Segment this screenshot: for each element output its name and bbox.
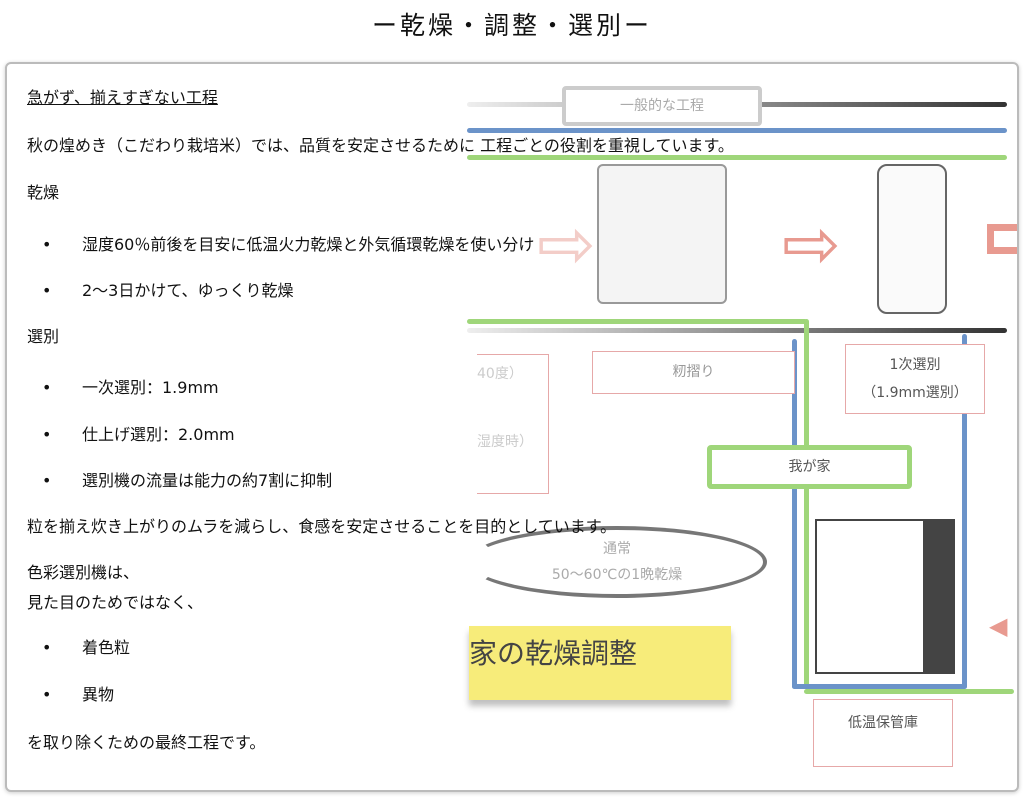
list-item: • 選別機の流量は能力の約7割に抑制 [42,467,332,491]
primary-sort-box: 1次選別 （1.9mm選別） [845,344,985,414]
general-process-label: 一般的な工程 [562,86,762,126]
highlight-banner: 家の乾燥調整 [469,626,731,700]
partial-left-text: 40度） [477,366,523,382]
arrow-right-icon: ⇨ [537,203,596,285]
bullet: • [42,685,52,704]
drying-item: 2〜3日かけて、ゆっくり乾燥 [82,281,294,300]
list-item: • 2〜3日かけて、ゆっくり乾燥 [42,277,294,301]
list-item: • 着色粒 [42,634,130,658]
blue-line-bottom [792,684,967,689]
partial-left-box: 40度） 湿度時） [477,354,549,494]
bullet: • [42,471,52,490]
blue-line [467,128,1007,133]
list-item: • 湿度60％前後を目安に低温火力乾燥と外気循環乾燥を使い分け [42,231,534,255]
green-line-2 [467,319,807,324]
our-home-label: 我が家 [707,445,912,489]
bullet: • [42,235,52,254]
purpose-text: 粒を揃え炊き上がりのムラを減らし、食感を安定させることを目的としています。 [27,517,617,536]
primary-sort-label: 1次選別 [889,357,941,373]
remove-item: 着色粒 [82,638,131,657]
drying-label: 乾燥 [27,183,60,202]
sorting-label: 選別 [27,327,60,346]
bullet: • [42,425,52,444]
dryer-machine-image [597,164,727,304]
hulling-label: 籾摺り [592,351,795,394]
arrow-partial-icon [987,224,1017,254]
cold-storage-label: 低温保管庫 [813,699,953,767]
sorting-item: 仕上げ選別：2.0mm [82,425,235,444]
page-title: ー乾燥・調整・選別ー [371,11,652,40]
usual-speech-bubble: 通常 50〜60℃の1晩乾燥 [467,526,767,598]
blue-vline [792,339,797,689]
list-item: • 仕上げ選別：2.0mm [42,421,235,445]
usual-detail: 50〜60℃の1晩乾燥 [551,567,683,583]
intro-text: 秋の煌めき（こだわり栽培米）では、品質を安定させるために 工程ごとの役割を重視し… [27,136,734,155]
green-line [467,155,1007,160]
general-line-2 [467,328,1007,333]
primary-sort-detail: （1.9mm選別） [862,385,968,401]
partial-left-text: 湿度時） [477,434,533,450]
sorter-machine-image [877,164,947,314]
list-item: • 一次選別：1.9mm [42,374,219,398]
section-heading: 急がず、揃えすぎない工程 [27,88,218,107]
bullet: • [42,638,52,657]
remove-item: 異物 [82,685,115,704]
color-sorter-text: 色彩選別機は、 [27,563,140,582]
content-card: 一般的な工程 ⇨ ⇨ 籾摺り 1次選別 （1.9mm選別） 我が家 40度） 湿… [5,62,1019,792]
cold-storage-image [815,519,955,674]
process-diagram-background: 一般的な工程 ⇨ ⇨ 籾摺り 1次選別 （1.9mm選別） 我が家 40度） 湿… [7,64,1017,790]
blue-vline-2 [962,334,967,689]
list-item: • 異物 [42,681,114,705]
green-vline [804,319,809,689]
closing-text: を取り除くための最終工程です。 [27,733,266,752]
usual-label: 通常 [603,541,631,557]
bullet: • [42,378,52,397]
sorting-item: 選別機の流量は能力の約7割に抑制 [82,471,333,490]
arrow-right-icon: ⇨ [782,203,841,285]
green-line-bottom [804,689,1014,694]
drying-item: 湿度60％前後を目安に低温火力乾燥と外気循環乾燥を使い分け [82,235,535,254]
sorting-item: 一次選別：1.9mm [82,378,219,397]
arrow-left-icon: ◀ [989,612,1008,640]
bullet: • [42,281,52,300]
color-sorter-text: 見た目のためではなく、 [27,593,204,612]
